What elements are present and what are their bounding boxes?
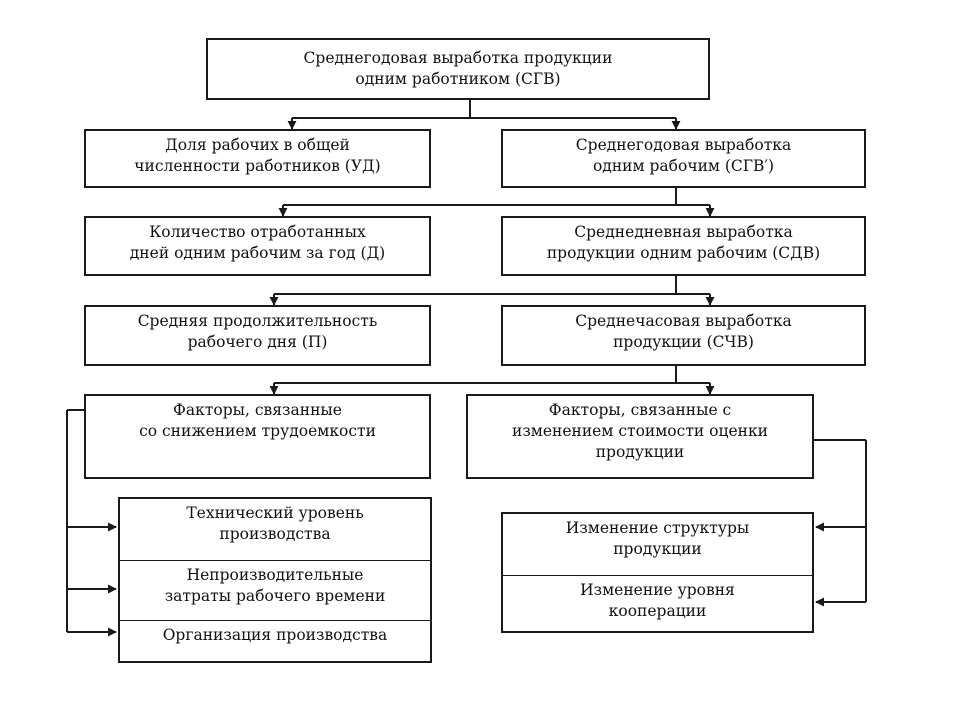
cost-subfactors-box: Изменение структуры продукции Изменение … — [501, 512, 814, 633]
box-hourly-output: Среднечасовая выработка продукции (СЧВ) — [501, 305, 866, 366]
box-share-of-workers: Доля рабочих в общей численности работни… — [84, 129, 431, 188]
box-workday-duration: Средняя продолжительность рабочего дня (… — [84, 305, 431, 366]
box-labor-intensity-factors: Факторы, связанные со снижением трудоемк… — [84, 394, 431, 479]
box-label: Среднегодовая выработка продукции одним … — [303, 49, 613, 88]
subfactor-organization: Организация производства — [120, 620, 430, 661]
subfactor-label: Непроизводительные затраты рабочего врем… — [164, 566, 386, 605]
box-days-worked: Количество отработанных дней одним рабоч… — [84, 216, 431, 276]
subfactor-label: Изменение уровня кооперации — [580, 581, 735, 620]
subfactor-unproductive-time: Непроизводительные затраты рабочего врем… — [120, 560, 430, 620]
box-label: Факторы, связанные со снижением трудоемк… — [139, 401, 376, 440]
subfactor-label: Изменение структуры продукции — [565, 519, 750, 558]
box-daily-output: Среднедневная выработка продукции одним … — [501, 216, 866, 276]
box-annual-output-per-laborer: Среднегодовая выработка одним рабочим (С… — [501, 129, 866, 188]
box-label: Факторы, связанные с изменением стоимост… — [512, 401, 768, 461]
subfactor-label: Технический уровень производства — [186, 504, 364, 543]
box-label: Средняя продолжительность рабочего дня (… — [137, 312, 378, 351]
subfactor-technical-level: Технический уровень производства — [120, 499, 430, 560]
subfactor-product-structure: Изменение структуры продукции — [503, 514, 812, 575]
box-label: Среднедневная выработка продукции одним … — [546, 223, 821, 262]
subfactor-cooperation-level: Изменение уровня кооперации — [503, 575, 812, 631]
box-label: Среднегодовая выработка одним рабочим (С… — [575, 136, 792, 175]
subfactor-label: Организация производства — [162, 626, 388, 644]
labor-subfactors-box: Технический уровень производства Непроиз… — [118, 497, 432, 663]
box-cost-valuation-factors: Факторы, связанные с изменением стоимост… — [466, 394, 814, 479]
box-label: Среднечасовая выработка продукции (СЧВ) — [575, 312, 792, 351]
box-label: Доля рабочих в общей численности работни… — [134, 136, 381, 175]
box-annual-output-per-worker: Среднегодовая выработка продукции одним … — [206, 38, 710, 100]
box-label: Количество отработанных дней одним рабоч… — [129, 223, 386, 262]
